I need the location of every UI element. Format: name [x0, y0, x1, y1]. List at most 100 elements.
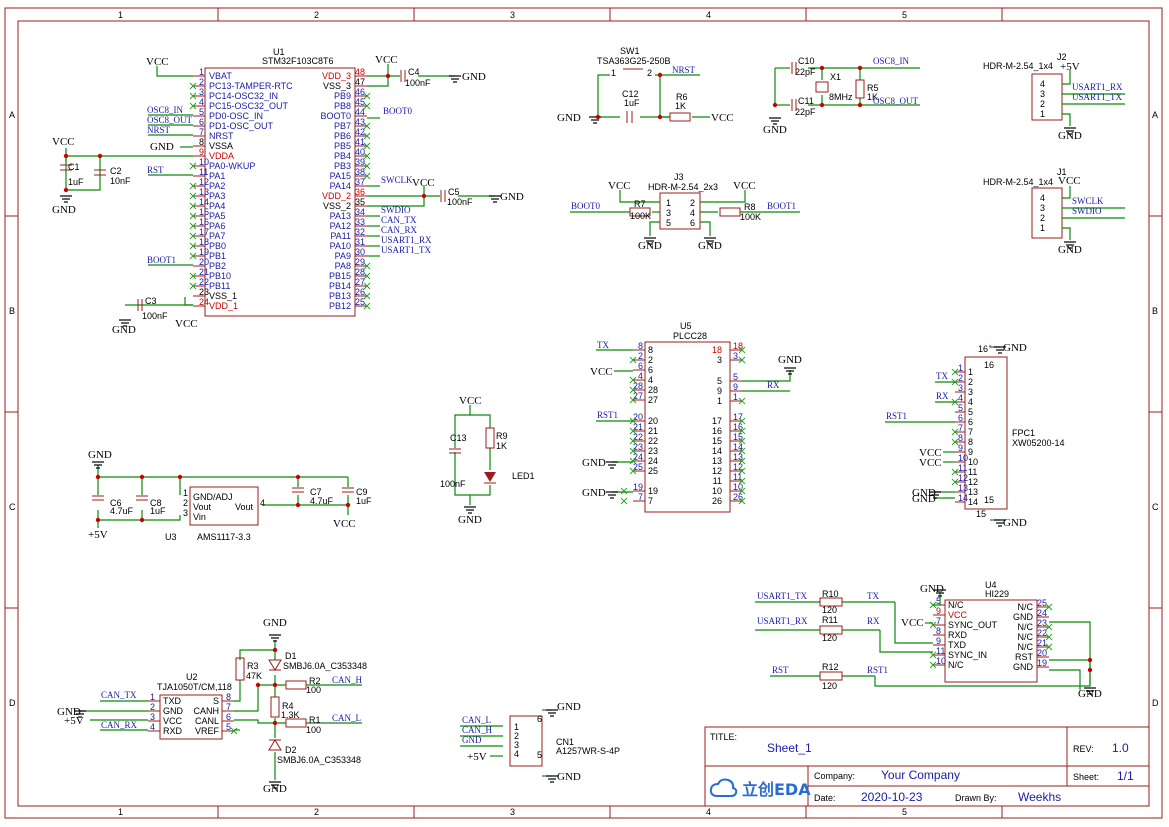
u1-pin-name: PB13	[329, 291, 351, 301]
u2-pin-name: RXD	[163, 726, 183, 736]
u1-pin-name: PA5	[209, 211, 225, 221]
j1-ref: J1	[1057, 167, 1067, 177]
u5-pin-number: 4	[638, 371, 643, 381]
cap-c13	[449, 448, 461, 454]
svg-text:1: 1	[1040, 109, 1045, 119]
svg-text:4: 4	[690, 208, 695, 218]
u1-pin-name: BOOT0	[320, 111, 351, 121]
u1-pin-name: PC15-OSC32_OUT	[209, 101, 289, 111]
d1-val: SMBJ6.0A_C353348	[283, 661, 367, 671]
fpc1-ref: FPC1	[1012, 428, 1035, 438]
u5-pin-label: 28	[648, 385, 658, 395]
gnd-label: GND	[150, 141, 174, 153]
c7-ref: C7	[310, 487, 322, 497]
col-label: 5	[902, 10, 907, 20]
vcc-label: VCC	[901, 617, 924, 629]
c9-ref: C9	[356, 487, 368, 497]
net-boot0: BOOT0	[571, 201, 600, 211]
u4-pin-number: 19	[1037, 658, 1047, 668]
vcc-label: VCC	[1058, 175, 1081, 187]
u1-pin-name: PA12	[330, 221, 351, 231]
net-usart1-tx: USART1_TX	[1072, 92, 1122, 102]
u5-pin-number: 7	[638, 492, 643, 502]
u4-pin-number: 8	[936, 626, 941, 636]
u5-pin-number: 6	[638, 361, 643, 371]
svg-text:16: 16	[984, 360, 994, 370]
u5-pin-number: 19	[633, 482, 643, 492]
u4-pin-number: 5	[936, 596, 941, 606]
u4-pin-number: 22	[1037, 628, 1047, 638]
net-usart1-rx: USART1_RX	[757, 616, 808, 626]
u1-pin-number: 46	[355, 87, 365, 97]
sheet-title: Sheet_1	[767, 741, 812, 755]
net-osc8-out: OSC8_OUT	[147, 115, 193, 125]
u1-pin-name: PB7	[334, 121, 351, 131]
u1-pin-number: 18	[199, 237, 209, 247]
u2-wires	[80, 640, 362, 780]
title-label: TITLE:	[710, 732, 737, 742]
u2-pin-name: VCC	[163, 716, 183, 726]
fpc-pin-number: 11	[958, 463, 967, 473]
svg-text:1: 1	[611, 68, 616, 78]
u4-pin-name: N/C	[1018, 622, 1034, 632]
svg-text:5: 5	[666, 218, 671, 228]
u1-wires	[65, 64, 495, 306]
r5-ref: R5	[867, 83, 879, 93]
u5-pin-label: 8	[648, 345, 653, 355]
drawn-value: Weekhs	[1018, 790, 1061, 804]
j1-wires	[1062, 186, 1125, 240]
vcc-label: VCC	[146, 56, 169, 68]
u2-pin-number: 5	[226, 722, 231, 732]
u1-pin-number: 35	[355, 197, 365, 207]
u1-pin-name: NRST	[209, 131, 234, 141]
c2-val: 10nF	[110, 176, 131, 186]
gnd-label: GND	[912, 493, 936, 505]
col-label: 5	[902, 807, 907, 817]
vcc-label: VCC	[52, 136, 75, 148]
sheet-value: 1/1	[1117, 769, 1134, 783]
u2-pin-number: 7	[226, 702, 231, 712]
u5-pin-number: 28	[633, 381, 643, 391]
c6-ref: C6	[110, 498, 122, 508]
net-rst: RST	[147, 165, 164, 175]
u1-pin-number: 38	[355, 167, 365, 177]
u1-pin-number: 41	[355, 137, 365, 147]
u5-pin-number: 8	[638, 341, 643, 351]
svg-text:1: 1	[666, 198, 671, 208]
vcc-label: VCC	[919, 447, 942, 459]
u1-pin-number: 8	[199, 137, 204, 147]
net-osc8-in: OSC8_IN	[147, 105, 184, 115]
u4-pin-number: 10	[936, 656, 946, 666]
c8-ref: C8	[150, 498, 162, 508]
u1-pin-name: PD0-OSC_IN	[209, 111, 263, 121]
fpc-pin-number: 4	[958, 393, 963, 403]
col-label: 3	[510, 10, 515, 20]
net-boot1: BOOT1	[767, 201, 796, 211]
u1-pin-number: 5	[199, 107, 204, 117]
led-icon	[484, 472, 496, 482]
u4-wires	[755, 592, 1091, 690]
net-can-l: CAN_L	[462, 715, 491, 725]
company-value: Your Company	[881, 768, 960, 782]
u4-pin-name: TXD	[948, 640, 967, 650]
u1-pin-number: 42	[355, 127, 365, 137]
u1-pin-name: PA13	[330, 211, 351, 221]
u1-pin-number: 43	[355, 117, 365, 127]
net-swclk: SWCLK	[1072, 196, 1104, 206]
u1-pin-name: VDD_3	[322, 71, 351, 81]
u1-pin-name: VSS_1	[209, 291, 237, 301]
net-rst1: RST1	[886, 411, 907, 421]
c5-ref: C5	[448, 187, 460, 197]
cap-c11	[791, 99, 797, 111]
row-label: A	[1152, 110, 1158, 120]
r8-ref: R8	[744, 202, 756, 212]
net-usart1-rx: USART1_RX	[381, 235, 432, 245]
cap-c4	[400, 70, 406, 82]
net-rx: RX	[936, 391, 949, 401]
c5-val: 100nF	[447, 197, 473, 207]
r3-ref: R3	[247, 661, 259, 671]
gnd-label: GND	[88, 449, 112, 461]
u1-pin-name: PA0-WKUP	[209, 161, 255, 171]
r1-ref: R1	[309, 715, 321, 725]
u1-pin-name: PB9	[334, 91, 351, 101]
